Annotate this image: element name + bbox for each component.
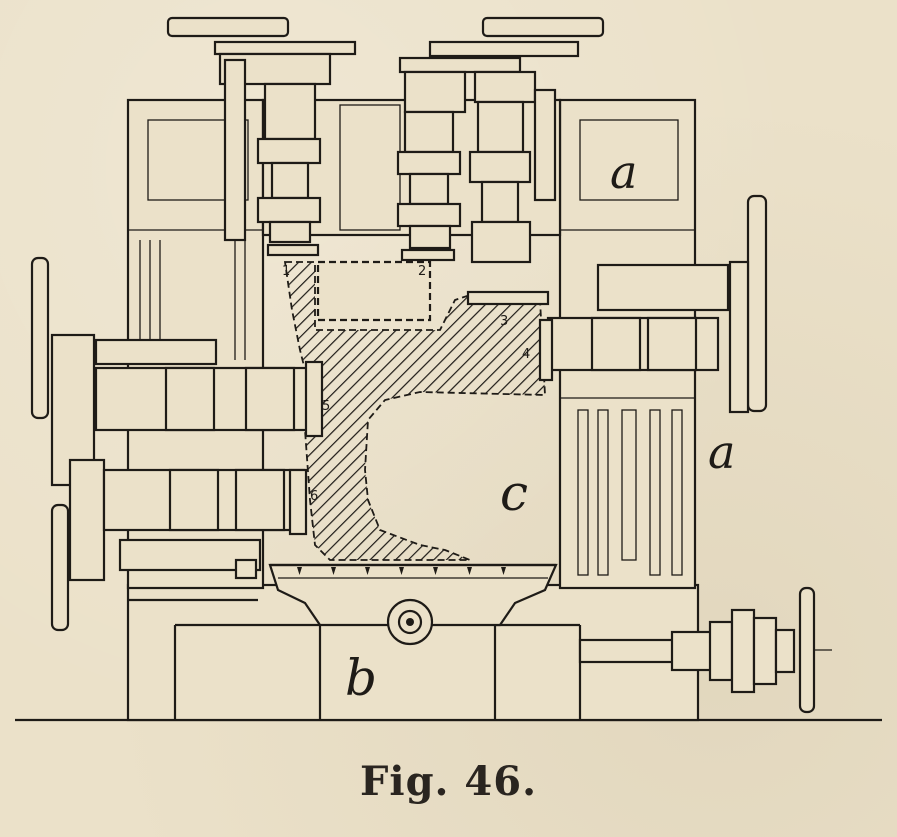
label-b: b [345,649,377,707]
left-lower-spindle [50,458,308,632]
table-teeth [297,567,506,575]
label-a-top: a [610,145,637,199]
top-middle-spindle [396,56,522,262]
left-upper-spindle [30,256,324,487]
ref-number-1: 1 [282,264,290,279]
top-left-spindle [166,16,357,257]
ref-number-4: 4 [522,347,530,362]
label-c: c [500,464,528,522]
top-right-spindle [428,16,605,306]
pulley-drive [578,586,832,714]
ref-number-3: 3 [500,314,508,329]
ref-number-2: 2 [418,264,426,279]
figure-caption: Fig. 46. [359,758,537,805]
label-a-right: a [708,425,735,479]
work-table [268,563,558,646]
ref-number-5: 5 [322,399,330,414]
right-spindle [538,194,768,414]
ref-number-6: 6 [310,489,318,504]
workpiece-c [283,261,546,561]
workpiece-inner-window [316,260,432,322]
